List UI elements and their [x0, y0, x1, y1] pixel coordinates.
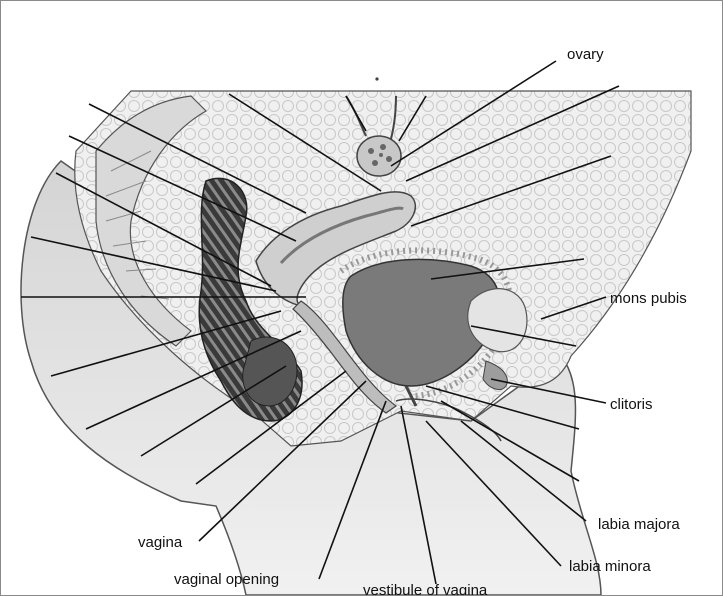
label-vagina: vagina [138, 534, 183, 551]
label-vestibule-of-vagina: vestibule of vagina [363, 582, 488, 595]
label-labia-majora: labia majora [598, 516, 680, 533]
label-ovary: ovary [567, 46, 604, 63]
label-vaginal-opening: vaginal opening [174, 571, 279, 588]
anal-canal [243, 337, 297, 406]
stray-dot [375, 77, 378, 80]
ovary-shape [357, 136, 401, 176]
label-labia-minora: labia minora [569, 558, 651, 575]
label-mons-pubis: mons pubis [610, 290, 687, 307]
label-clitoris: clitoris [610, 396, 653, 413]
